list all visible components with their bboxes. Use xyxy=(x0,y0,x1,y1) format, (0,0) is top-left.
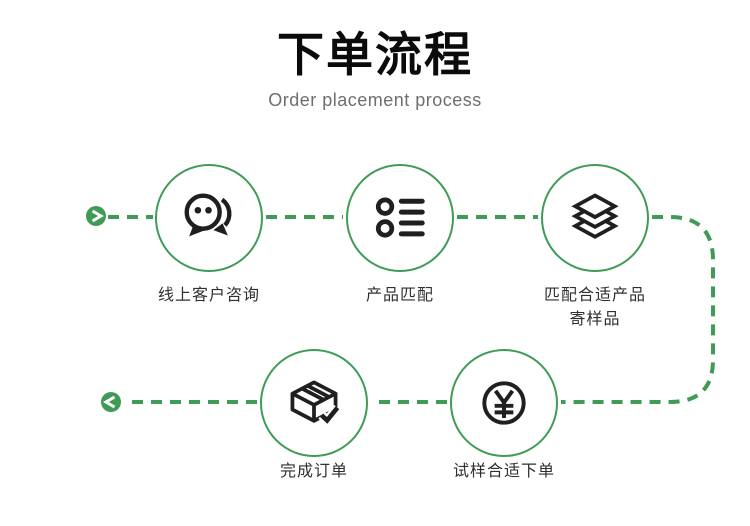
page-header: 下单流程 Order placement process xyxy=(0,0,750,111)
step-label-product-matching: 产品匹配 xyxy=(365,287,434,304)
page-title: 下单流程 xyxy=(277,28,473,81)
step-node-place-order xyxy=(450,349,558,457)
step-node-product-matching xyxy=(346,164,454,272)
step-node-complete-order xyxy=(260,349,368,457)
page-subtitle: Order placement process xyxy=(268,90,482,110)
flow-start-arrow xyxy=(86,206,106,226)
step-node-send-samples xyxy=(541,164,649,272)
chat-bubbles-icon xyxy=(184,193,232,237)
step-label-place-order: 试样合适下单 xyxy=(452,463,555,480)
connector-step3-to-step4 xyxy=(561,215,715,404)
step-label-online-consultation: 线上客户咨询 xyxy=(157,287,260,304)
step-label-complete-order: 完成订单 xyxy=(279,463,348,480)
package-check-icon xyxy=(290,380,342,428)
yuan-currency-icon xyxy=(482,381,526,425)
step-node-online-consultation xyxy=(155,164,263,272)
step-label-send-samples: 匹配合适产品 寄样品 xyxy=(543,287,646,328)
layers-icon xyxy=(571,193,619,239)
flow-end-arrow xyxy=(101,392,121,412)
product-list-icon xyxy=(375,197,425,238)
